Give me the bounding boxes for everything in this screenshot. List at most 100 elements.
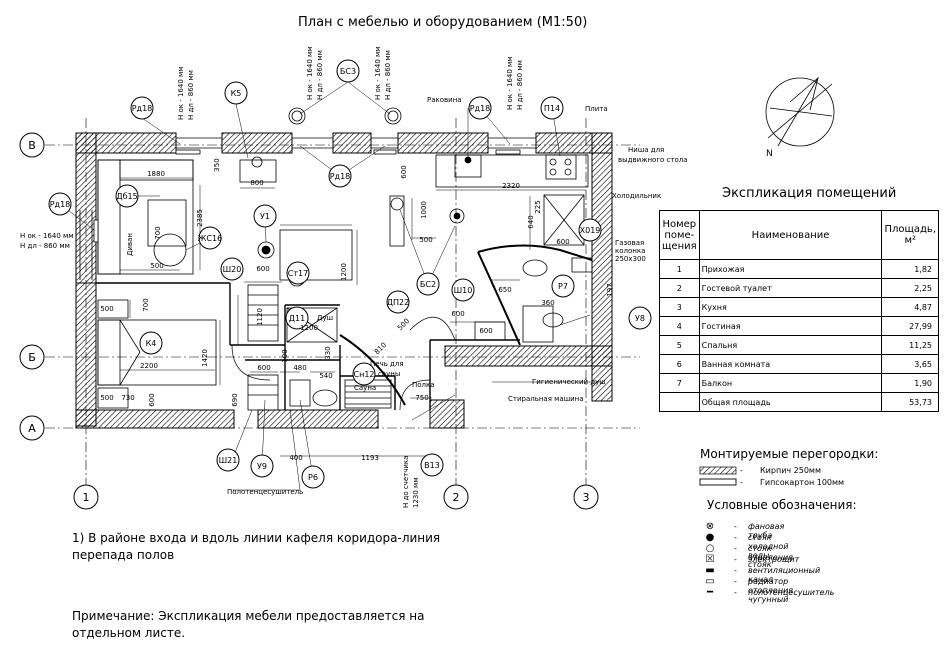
tag-kh019: [578, 218, 602, 242]
dim-value: 225: [534, 200, 542, 213]
axis-b-label: Б: [28, 351, 36, 364]
tag-bs3: [336, 59, 360, 83]
svg-text:сауны: сауны: [378, 370, 400, 378]
fridge: [543, 194, 585, 246]
svg-text:Н ок - 1640 мм: Н ок - 1640 мм: [306, 46, 314, 100]
fan-pipe-icon: ⊗: [705, 521, 715, 532]
tag-label: Ст17: [288, 269, 308, 278]
dim-value: 640: [527, 215, 535, 228]
exterior-walls: [75, 132, 613, 429]
header-number: Номер поме-щения: [659, 210, 700, 260]
tag-label: У9: [257, 462, 267, 471]
dim-value: 500: [396, 317, 411, 332]
axis-3-marker: [573, 484, 599, 510]
radiator-icon: ▭: [705, 576, 715, 587]
svg-text:Н ок - 1640 мм: Н ок - 1640 мм: [374, 46, 382, 100]
tag-zhs16: [198, 226, 222, 250]
svg-text:-: -: [740, 478, 743, 487]
label-polka: Полка: [412, 381, 435, 389]
tag-label: Д11: [289, 314, 305, 323]
curved-partitions: [339, 244, 593, 406]
partitions: [96, 282, 520, 410]
partition-drywall: Гипсокартон 100мм: [760, 478, 844, 487]
gas-column: [571, 257, 593, 273]
dim-value: 690: [231, 393, 239, 406]
tag-rd18-d: [328, 164, 352, 188]
compass-icon: [765, 76, 835, 147]
tag-rd18-c: [48, 192, 72, 216]
axis-v-marker: [19, 132, 45, 158]
tag-r7: [551, 274, 575, 298]
tag-bs2: [416, 272, 440, 296]
label-gaz: Газовая: [615, 239, 644, 247]
tag-label: Рд18: [50, 200, 71, 209]
svg-text:Н ок - 1640 мм: Н ок - 1640 мм: [506, 56, 514, 110]
tag-label: Ш20: [223, 265, 242, 274]
tag-u9: [250, 454, 274, 478]
tag-label: БС3: [340, 67, 356, 76]
svg-text:выдвижного стола: выдвижного стола: [618, 156, 688, 164]
note-floor-level: 1) В районе входа и вдоль линии кафеля к…: [72, 531, 441, 562]
k5-sink: [239, 159, 277, 183]
dim-value: 600: [256, 265, 269, 273]
tag-label: БС2: [420, 280, 436, 289]
bedroom-furniture: [97, 299, 338, 411]
partitions-title: Монтируемые перегородки:: [700, 447, 879, 461]
tag-sh10: [451, 278, 475, 302]
dim-value: 1193: [361, 454, 379, 462]
tag-label: ДП22: [387, 298, 409, 307]
tag-labels: Рд18 К5 БС3 Рд18 П14 Дб15 Рд18 У1 ЖС16 Ш…: [50, 67, 645, 482]
tag-label: К4: [146, 339, 157, 348]
label-divan: Диван: [126, 233, 134, 256]
svg-text:-: -: [740, 466, 743, 475]
note-furniture: Примечание: Экспликация мебели предостав…: [72, 609, 425, 640]
tag-circles: [48, 59, 652, 489]
header-name: Наименование: [698, 210, 883, 260]
label-hok: Н ок - 1640 мм: [20, 232, 74, 240]
explication-table: Номер поме-щения Наименование Площадь, м…: [659, 210, 939, 412]
dim-value: 500: [419, 236, 432, 244]
dim-value: 360: [541, 299, 554, 307]
tag-rd18-b: [468, 96, 492, 120]
tag-label: Р6: [308, 473, 318, 482]
label-plita: Плита: [585, 105, 608, 113]
label-dush: Душ: [317, 314, 333, 322]
svg-text:250x300: 250x300: [615, 255, 646, 263]
label-sauna: Сауна: [354, 384, 376, 392]
dim-value: 540: [319, 372, 332, 380]
dim-value: 800: [250, 179, 263, 187]
room-annotations: Раковина Плита Ниша для выдвижного стола…: [20, 46, 688, 508]
label-holod: Холодильник: [612, 192, 661, 200]
label-nisha: Ниша для: [628, 146, 664, 154]
nightstand-1: [97, 299, 129, 319]
dim-value: 2385: [196, 209, 204, 227]
dim-value: 1000: [420, 201, 428, 219]
tag-sh21: [216, 448, 240, 472]
wardrobe-sh21: [247, 374, 279, 411]
tag-label: Дб15: [116, 192, 137, 201]
tag-label: Х019: [580, 226, 601, 235]
tag-k4: [139, 331, 163, 355]
furniture: [97, 156, 353, 343]
dim-value: 2200: [140, 362, 158, 370]
tag-label: Рд18: [470, 104, 491, 113]
drawing-title: План с мебелью и оборудованием (М1:50): [298, 15, 588, 30]
tag-label: У8: [635, 314, 645, 323]
dim-value: 1880: [147, 170, 165, 178]
guest-toilet: [522, 305, 554, 343]
dim-value: 100: [281, 349, 289, 362]
svg-text:Н дл - 860 мм: Н дл - 860 мм: [384, 50, 392, 100]
tag-label: У1: [260, 212, 270, 221]
tag-u8: [628, 306, 652, 330]
partition-brick: Кирпич 250мм: [760, 466, 821, 475]
dining-table: [279, 229, 353, 281]
legend-title: Условные обозначения:: [707, 498, 857, 512]
dim-value: 350: [213, 158, 221, 171]
dim-value: 1420: [201, 349, 209, 367]
toilet: [289, 379, 311, 407]
dim-value: 810: [373, 341, 388, 356]
tag-p14: [540, 96, 564, 120]
axis-a-marker: [19, 415, 45, 441]
